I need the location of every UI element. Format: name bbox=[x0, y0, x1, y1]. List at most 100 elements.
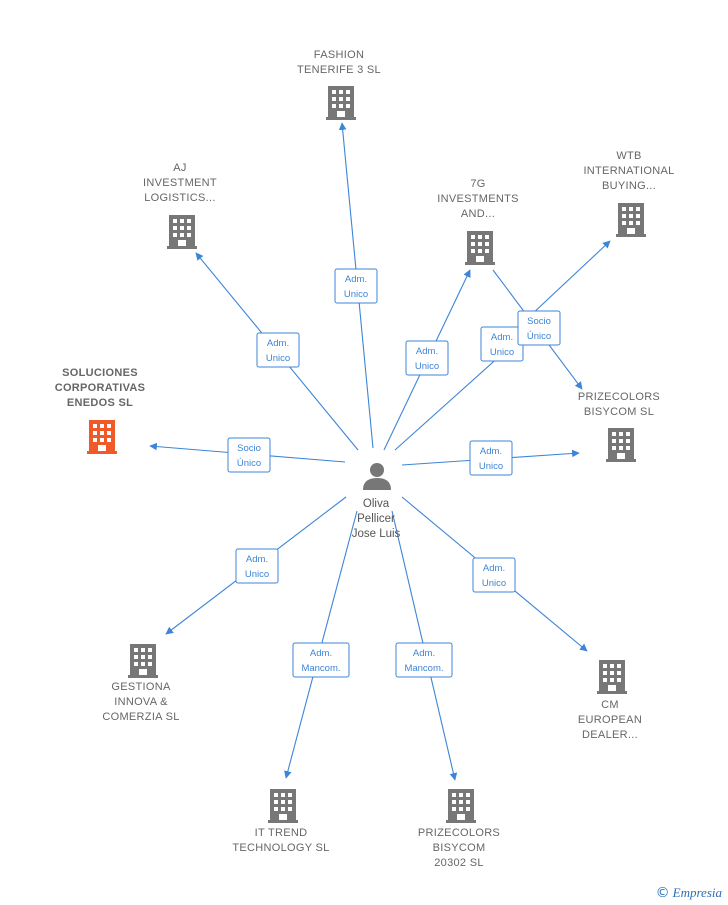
building-icon bbox=[128, 644, 158, 678]
company-label: SOLUCIONES bbox=[62, 367, 138, 379]
person-label: Jose Luis bbox=[352, 528, 401, 540]
role-text: Unico bbox=[479, 461, 503, 472]
company-label: INTERNATIONAL bbox=[583, 165, 674, 177]
company-label: INNOVA & bbox=[114, 696, 168, 708]
company-node-cm[interactable]: CM EUROPEAN DEALER... bbox=[578, 660, 642, 741]
role-label[interactable]: Adm. Mancom. bbox=[395, 642, 453, 678]
company-label: DEALER... bbox=[582, 729, 638, 741]
company-label: BISYCOM bbox=[433, 842, 486, 854]
role-label[interactable]: Adm. Unico bbox=[472, 557, 516, 593]
role-text: Adm. bbox=[480, 446, 502, 457]
company-label: CORPORATIVAS bbox=[55, 382, 146, 394]
building-icon bbox=[268, 789, 298, 823]
company-label: LOGISTICS... bbox=[144, 192, 215, 204]
role-text: Adm. bbox=[416, 346, 438, 357]
company-node-soluciones[interactable]: SOLUCIONES CORPORATIVAS ENEDOS SL bbox=[55, 367, 146, 454]
role-label[interactable]: Adm. Mancom. bbox=[292, 642, 350, 678]
person-label: Oliva bbox=[363, 498, 390, 510]
role-text: Adm. bbox=[491, 332, 513, 343]
company-label: INVESTMENT bbox=[143, 177, 217, 189]
company-label: 7G bbox=[470, 178, 485, 190]
role-text: Único bbox=[237, 458, 261, 469]
building-icon bbox=[326, 86, 356, 120]
role-text: Mancom. bbox=[301, 663, 340, 674]
building-icon bbox=[446, 789, 476, 823]
person-icon bbox=[363, 463, 391, 490]
person-label: Pellicer bbox=[357, 513, 395, 525]
role-text: Mancom. bbox=[404, 663, 443, 674]
company-label: PRIZECOLORS bbox=[578, 391, 660, 403]
role-text: Unico bbox=[415, 361, 439, 372]
brand-name: Empresia bbox=[672, 885, 722, 900]
company-label: TECHNOLOGY SL bbox=[232, 842, 329, 854]
role-label[interactable]: Adm. Unico bbox=[256, 332, 300, 368]
role-box bbox=[472, 557, 516, 593]
role-text: Socio bbox=[237, 443, 261, 454]
building-icon bbox=[606, 428, 636, 462]
role-text: Adm. bbox=[267, 338, 289, 349]
roles-layer: Adm.UnicoAdm.UnicoAdm.UnicoAdm.UnicoSoci… bbox=[227, 268, 561, 678]
role-box bbox=[405, 340, 449, 376]
company-label: INVESTMENTS bbox=[437, 193, 519, 205]
role-box bbox=[235, 548, 279, 584]
role-text: Adm. bbox=[310, 648, 332, 659]
building-icon bbox=[465, 231, 495, 265]
company-node-7g[interactable]: 7G INVESTMENTS AND... bbox=[437, 178, 519, 265]
company-label: PRIZECOLORS bbox=[418, 827, 500, 839]
role-box bbox=[292, 642, 350, 678]
role-text: Unico bbox=[482, 578, 506, 589]
nodes-layer: FASHION TENERIFE 3 SL AJ INVESTMENT LOGISTIC… bbox=[55, 49, 675, 869]
company-label: GESTIONA bbox=[111, 681, 171, 693]
company-label: BUYING... bbox=[602, 180, 656, 192]
building-icon bbox=[616, 203, 646, 237]
building-icon bbox=[87, 420, 117, 454]
role-text: Adm. bbox=[246, 554, 268, 565]
company-label: 20302 SL bbox=[434, 857, 484, 869]
role-text: Unico bbox=[490, 347, 514, 358]
building-icon bbox=[597, 660, 627, 694]
company-label: EUROPEAN bbox=[578, 714, 642, 726]
role-box bbox=[517, 310, 561, 346]
company-node-ittrend[interactable]: IT TREND TECHNOLOGY SL bbox=[232, 789, 329, 854]
company-label: CM bbox=[601, 699, 619, 711]
role-text: Único bbox=[527, 331, 551, 342]
relation-edge bbox=[529, 240, 611, 317]
company-label: TENERIFE 3 SL bbox=[297, 64, 381, 76]
company-label: BISYCOM SL bbox=[584, 406, 654, 418]
role-label[interactable]: Adm. Unico bbox=[235, 548, 279, 584]
role-label[interactable]: Adm. Unico bbox=[469, 440, 513, 476]
role-box bbox=[256, 332, 300, 368]
footer-brand[interactable]: ©Empresia bbox=[656, 885, 722, 901]
role-text: Unico bbox=[266, 353, 290, 364]
role-box bbox=[395, 642, 453, 678]
company-label: IT TREND bbox=[255, 827, 308, 839]
role-box bbox=[469, 440, 513, 476]
role-text: Adm. bbox=[345, 274, 367, 285]
role-box bbox=[227, 437, 271, 473]
company-node-wtb[interactable]: WTB INTERNATIONAL BUYING... bbox=[583, 150, 674, 237]
company-label: ENEDOS SL bbox=[67, 397, 133, 409]
role-label[interactable]: Adm. Unico bbox=[334, 268, 378, 304]
role-label[interactable]: Adm. Unico bbox=[480, 326, 524, 362]
building-icon bbox=[167, 215, 197, 249]
role-text: Unico bbox=[344, 289, 368, 300]
role-text: Unico bbox=[245, 569, 269, 580]
company-node-aj[interactable]: AJ INVESTMENT LOGISTICS... bbox=[143, 162, 217, 249]
role-text: Adm. bbox=[413, 648, 435, 659]
company-node-fashion[interactable]: FASHION TENERIFE 3 SL bbox=[297, 49, 381, 120]
company-label: AND... bbox=[461, 208, 495, 220]
company-label: FASHION bbox=[314, 49, 364, 61]
company-label: WTB bbox=[616, 150, 641, 162]
role-label[interactable]: Adm. Unico bbox=[405, 340, 449, 376]
company-node-prize20302[interactable]: PRIZECOLORS BISYCOM 20302 SL bbox=[418, 789, 500, 869]
role-box bbox=[334, 268, 378, 304]
company-label: AJ bbox=[173, 162, 186, 174]
role-text: Adm. bbox=[483, 563, 505, 574]
company-node-prizecolors[interactable]: PRIZECOLORS BISYCOM SL bbox=[578, 391, 660, 462]
edges-layer bbox=[149, 122, 611, 781]
